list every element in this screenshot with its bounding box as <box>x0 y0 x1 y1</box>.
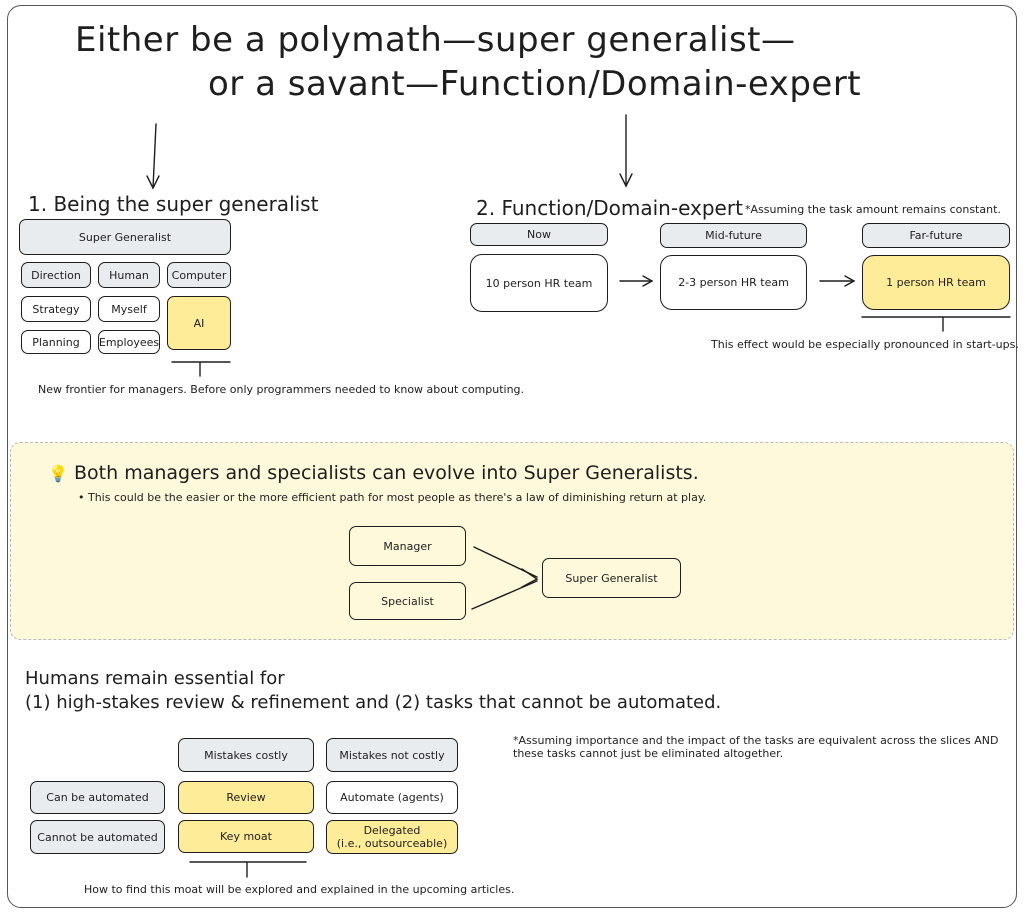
section1-heading: 1. Being the super generalist <box>28 192 319 216</box>
delegated-label: Delegated <box>363 824 421 837</box>
section3-assumption-line-1: *Assuming importance and the impact of t… <box>513 734 999 747</box>
planning-box: Planning <box>21 330 91 354</box>
manager-box: Manager <box>349 526 466 566</box>
title-line-2: or a savant—Function/Domain-expert <box>208 64 862 104</box>
callout-heading: Both managers and specialists can evolve… <box>74 462 699 484</box>
row-header-cannot-be-automated: Cannot be automated <box>30 820 165 854</box>
team-far-future: 1 person HR team <box>862 255 1010 310</box>
stage-now: Now <box>470 223 608 246</box>
col-header-mistakes-costly: Mistakes costly <box>178 738 314 772</box>
section3-heading-line-1: Humans remain essential for <box>25 668 285 689</box>
direction-box: Direction <box>21 262 91 288</box>
super-generalist-header: Super Generalist <box>19 219 231 255</box>
section3-heading-line-2: (1) high-stakes review & refinement and … <box>25 692 722 713</box>
computer-box: Computer <box>167 262 231 288</box>
section1-note: New frontier for managers. Before only p… <box>38 383 525 396</box>
section2-assumption: *Assuming the task amount remains consta… <box>745 203 1001 216</box>
stage-mid-future: Mid-future <box>660 223 807 248</box>
team-mid-future: 2-3 person HR team <box>660 255 807 310</box>
cell-review: Review <box>178 781 314 814</box>
team-now: 10 person HR team <box>470 254 608 312</box>
section3-note: How to find this moat will be explored a… <box>84 883 515 896</box>
row-header-can-be-automated: Can be automated <box>30 781 165 814</box>
cell-delegated: Delegated (i.e., outsourceable) <box>326 820 458 854</box>
callout-bullet: • This could be the easier or the more e… <box>78 491 707 504</box>
myself-box: Myself <box>98 296 160 322</box>
lightbulb-icon: 💡 <box>48 464 68 483</box>
delegated-sublabel: (i.e., outsourceable) <box>336 837 448 850</box>
callout-super-generalist-box: Super Generalist <box>542 558 681 598</box>
section3-assumption-line-2: these tasks cannot just be eliminated al… <box>513 747 784 760</box>
title-line-1: Either be a polymath—super generalist— <box>75 20 796 60</box>
section2-note: This effect would be especially pronounc… <box>711 338 1019 351</box>
human-box: Human <box>98 262 160 288</box>
specialist-box: Specialist <box>349 582 466 620</box>
section2-heading: 2. Function/Domain-expert <box>476 196 743 220</box>
stage-far-future: Far-future <box>862 223 1010 248</box>
strategy-box: Strategy <box>21 296 91 322</box>
col-header-mistakes-not-costly: Mistakes not costly <box>326 738 458 772</box>
employees-box: Employees <box>98 330 160 354</box>
canvas-frame <box>7 5 1017 908</box>
cell-automate-agents: Automate (agents) <box>326 781 458 814</box>
ai-box: AI <box>167 296 231 350</box>
cell-key-moat: Key moat <box>178 820 314 853</box>
